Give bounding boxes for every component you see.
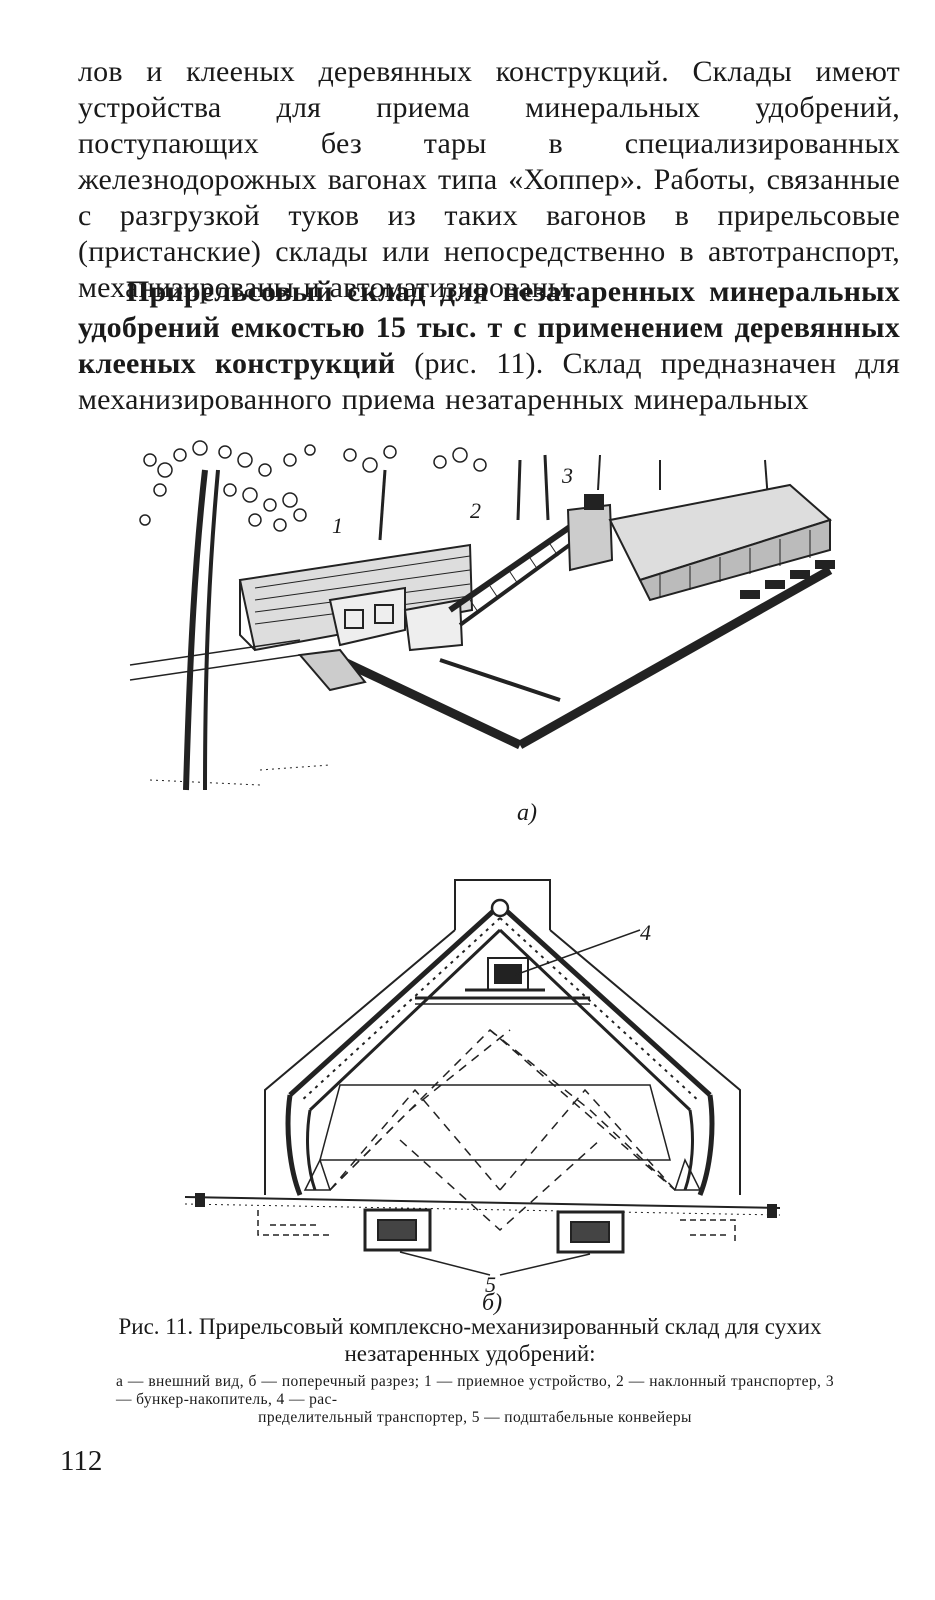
legend-line-1: а — внешний вид, б — поперечный разрез; … <box>116 1373 834 1408</box>
callout-2: 2 <box>470 498 481 523</box>
figure-legend: а — внешний вид, б — поперечный разрез; … <box>116 1373 834 1427</box>
callout-5: 5 <box>485 1272 496 1297</box>
callout-3: 3 <box>562 463 573 488</box>
figure-b-label: б) <box>482 1290 503 1316</box>
figure-caption: Рис. 11. Прирельсовый комплексно-механиз… <box>118 1314 822 1366</box>
paragraph-2: Прирельсовый склад для незатаренных мине… <box>78 274 900 418</box>
callout-1: 1 <box>332 513 343 538</box>
paragraph-2-heading: Прирельсовый склад для незатаренных мине… <box>78 275 900 380</box>
callout-4: 4 <box>640 920 651 945</box>
page-number: 112 <box>60 1445 103 1477</box>
paragraph-2-text: (рис. 11). Склад предназначен для механи… <box>78 347 900 416</box>
legend-line-2: пределительный транспортер, 5 — подштабе… <box>258 1409 692 1426</box>
paragraph-1: лов и клееных деревянных конструкций. Ск… <box>78 55 900 304</box>
figure-a-label: а) <box>517 800 537 826</box>
